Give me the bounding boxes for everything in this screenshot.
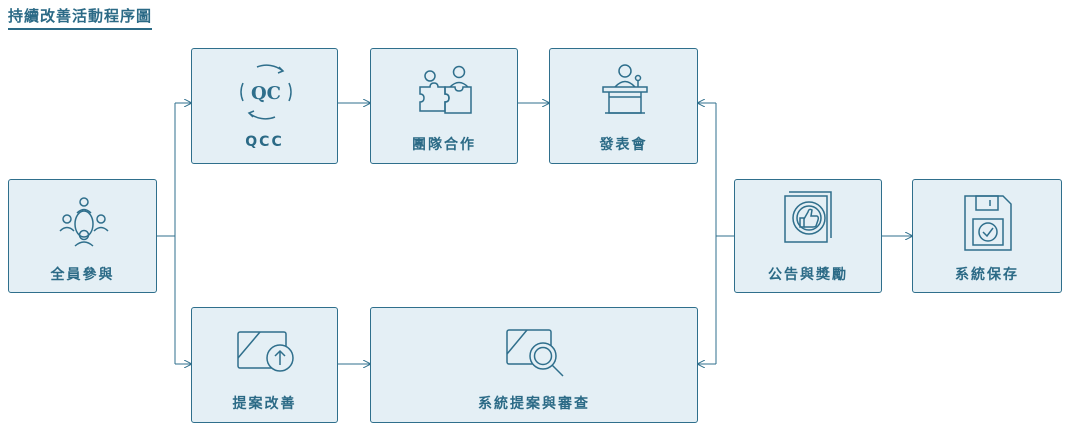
node-label: 發表會 xyxy=(599,137,648,153)
page-title: 持續改善活動程序圖 xyxy=(8,5,153,30)
save-disk-icon xyxy=(964,195,1012,251)
node-label: QCC xyxy=(245,134,284,150)
puzzle-people-icon xyxy=(419,65,472,114)
team-meeting-icon xyxy=(59,197,109,247)
qc-icon-text: QC xyxy=(251,83,281,104)
node-qcc: QC QCC xyxy=(191,48,338,164)
link-merge-bus xyxy=(715,103,734,364)
node-label: 系統提案與審查 xyxy=(478,396,590,412)
node-all-participation: 全員參與 xyxy=(8,179,157,293)
node-label: 團隊合作 xyxy=(412,137,476,153)
node-system-proposal-review: 系統提案與審查 xyxy=(370,307,698,423)
node-proposal-improvement: 提案改善 xyxy=(191,307,338,423)
node-system-save: 系統保存 xyxy=(912,179,1062,293)
node-teamwork: 團隊合作 xyxy=(370,48,518,164)
qc-cycle-icon: QC xyxy=(240,64,292,120)
thumbs-up-award-icon xyxy=(784,191,832,243)
document-search-icon xyxy=(506,329,564,377)
node-announcement-reward: 公告與獎勵 xyxy=(734,179,882,293)
node-presentation: 發表會 xyxy=(549,48,698,164)
podium-speaker-icon xyxy=(602,64,648,114)
node-label: 全員參與 xyxy=(50,267,115,283)
node-label: 提案改善 xyxy=(232,396,297,412)
node-label: 公告與獎勵 xyxy=(768,267,848,283)
link-all-to-branches xyxy=(157,103,176,364)
upload-improvement-icon xyxy=(237,331,294,372)
node-label: 系統保存 xyxy=(955,267,1019,283)
